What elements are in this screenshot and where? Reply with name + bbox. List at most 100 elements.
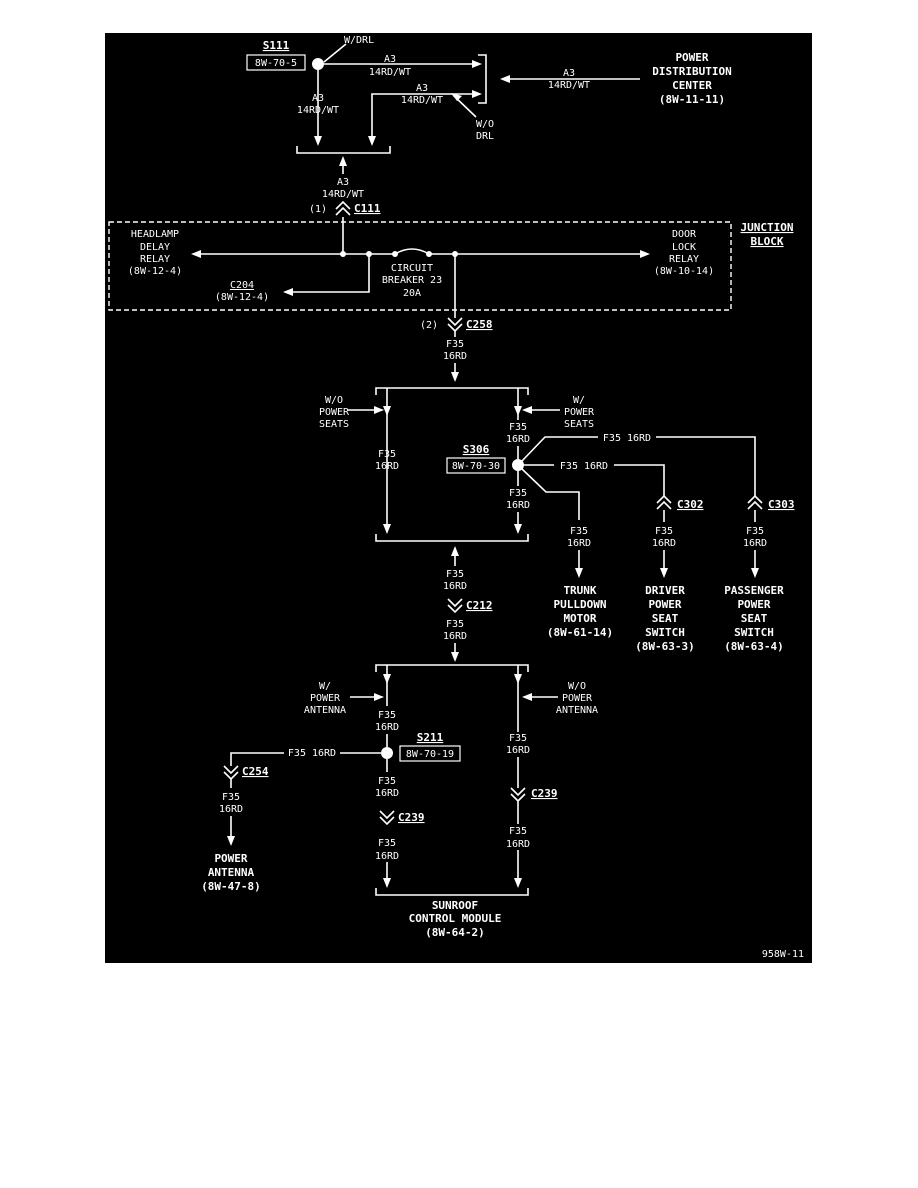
f35-label-15: F35 (509, 826, 527, 837)
c239-connector-icon-left (379, 810, 395, 826)
arrow-icon (451, 546, 459, 556)
arrow-icon (374, 693, 384, 701)
arrow-icon (522, 693, 532, 701)
seats-bottom-bracket (375, 534, 529, 542)
w-power-seats-line3: SEATS (564, 419, 594, 430)
c111-pin: (1) (309, 204, 327, 215)
arrow-icon (339, 156, 347, 166)
arrow-icon (191, 250, 201, 258)
splice-s111-dot (312, 58, 324, 70)
sunroof-bracket (375, 888, 529, 896)
power-antenna-line2: ANTENNA (208, 866, 255, 879)
wire-c204-branch (288, 254, 370, 293)
f35-label-11: F35 (222, 792, 240, 803)
arrow-icon (383, 406, 391, 416)
junction-block-label-line1: JUNCTION (741, 221, 794, 234)
f35-gauge-label-10: 16RD (375, 722, 399, 733)
w-drl-lead (323, 43, 347, 63)
sunroof-line1: SUNROOF (432, 899, 478, 912)
arrow-icon (660, 568, 668, 578)
f35-inline-label-1: F35 16RD (603, 433, 651, 444)
wire-s306-to-passenger-a (521, 436, 598, 462)
driver-seat-ref: (8W-63-3) (635, 640, 695, 653)
w-drl-label: W/DRL (344, 35, 374, 46)
arrow-icon (472, 90, 482, 98)
f35-inline-label-2: F35 16RD (560, 461, 608, 472)
wire-s211-to-antenna-b (230, 752, 284, 766)
passenger-seat-ref: (8W-63-4) (724, 640, 784, 653)
pdc-label-line2: DISTRIBUTION (652, 65, 731, 78)
diagram-background (105, 33, 812, 963)
wire-wo-drl-branch (371, 93, 478, 140)
driver-seat-line2: POWER (648, 598, 681, 611)
wire-s306-to-passenger-b (656, 436, 756, 496)
pdc-ref: (8W-11-11) (659, 93, 725, 106)
c258-pin: (2) (420, 320, 438, 331)
sunroof-line2: CONTROL MODULE (409, 912, 502, 925)
c302-label: C302 (677, 498, 704, 511)
driver-seat-line4: SWITCH (645, 626, 685, 639)
a3-gauge-label-1: 14RD/WT (369, 67, 411, 78)
driver-seat-line3: SEAT (652, 612, 679, 625)
w-power-seats-line2: POWER (564, 407, 595, 418)
a3-label-pdc: A3 (563, 68, 575, 79)
w-power-antenna-line1: W/ (319, 681, 331, 692)
arrow-icon (283, 288, 293, 296)
breaker-terminal (426, 251, 432, 257)
c212-connector-icon (447, 598, 463, 614)
a3-label-4: A3 (337, 177, 349, 188)
c239-label-right: C239 (531, 787, 558, 800)
arrow-icon (314, 136, 322, 146)
splice-s211-ref-box (399, 745, 461, 762)
w-power-antenna-line2: POWER (310, 693, 341, 704)
a3-label-2: A3 (416, 83, 428, 94)
a3-label-3: A3 (312, 93, 324, 104)
f35-inline-label-3: F35 16RD (288, 748, 336, 759)
f35-label-3: F35 (509, 422, 527, 433)
arrow-icon (522, 406, 532, 414)
f35-gauge-label-12: 16RD (375, 788, 399, 799)
headlamp-relay-ref: (8W-12-4) (128, 266, 182, 277)
power-antenna-line1: POWER (214, 852, 247, 865)
headlamp-relay-line3: RELAY (140, 254, 170, 265)
bus-node (340, 251, 346, 257)
c111-label: C111 (354, 202, 381, 215)
f35-gauge-label-11: 16RD (219, 804, 243, 815)
f35-gauge-label-8: 16RD (443, 581, 467, 592)
trunk-motor-ref: (8W-61-14) (547, 626, 613, 639)
arrow-icon (500, 75, 510, 83)
arrow-icon (451, 93, 462, 101)
f35-gauge-label-2: 16RD (375, 461, 399, 472)
c302-connector-icon (656, 494, 672, 510)
splice-s111-ref: 8W-70-5 (255, 58, 297, 69)
trunk-motor-line1: TRUNK (563, 584, 596, 597)
f35-gauge-label-15: 16RD (506, 839, 530, 850)
c303-connector-icon (747, 494, 763, 510)
arrow-icon (514, 878, 522, 888)
c239-label-left: C239 (398, 811, 425, 824)
splice-s306-ref: 8W-70-30 (452, 461, 500, 472)
a3-gauge-label-2: 14RD/WT (401, 95, 443, 106)
arrow-icon (383, 524, 391, 534)
sunroof-ref: (8W-64-2) (425, 926, 485, 939)
c111-connector-icon (335, 200, 351, 216)
c258-label: C258 (466, 318, 493, 331)
wo-drl-label-line1: W/O (476, 119, 494, 130)
splice-s111-label: S111 (263, 39, 290, 52)
antenna-top-bracket (375, 664, 529, 672)
circuit-breaker-icon (394, 248, 430, 255)
circuit-breaker-line2: BREAKER 23 (382, 275, 442, 286)
wo-drl-label-line2: DRL (476, 131, 494, 142)
arrow-icon (227, 836, 235, 846)
f35-label-7: F35 (746, 526, 764, 537)
f35-gauge-label-14: 16RD (506, 745, 530, 756)
c254-label: C254 (242, 765, 269, 778)
f35-label-2: F35 (378, 449, 396, 460)
door-lock-relay-line1: DOOR (672, 229, 697, 240)
f35-gauge-label-1: 16RD (443, 351, 467, 362)
arrow-icon (472, 60, 482, 68)
a3-label-1: A3 (384, 54, 396, 65)
f35-label-1: F35 (446, 339, 464, 350)
f35-gauge-label-9: 16RD (443, 631, 467, 642)
c212-label: C212 (466, 599, 493, 612)
